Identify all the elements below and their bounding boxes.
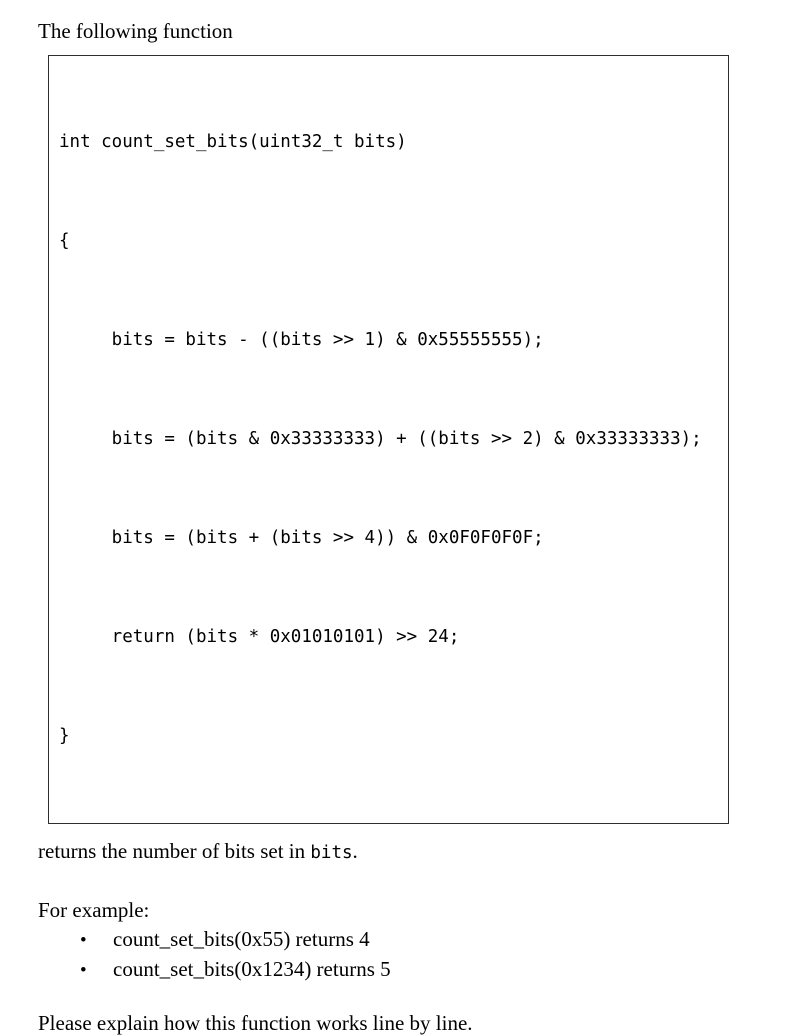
document-page: The following function int count_set_bit… [38,19,729,1035]
examples-label: For example: [38,898,150,922]
code-line-6: return (bits * 0x01010101) >> 24; [59,627,460,647]
code-block: int count_set_bits(uint32_t bits) { bits… [48,55,729,824]
intro-text: The following function [38,19,233,43]
examples-list: • count_set_bits(0x55) returns 4 • count_s… [38,925,770,985]
example-item-1: • count_set_bits(0x55) returns 4 [38,925,770,955]
example-text-2: count_set_bits(0x1234) returns 5 [113,957,391,981]
returns-text: returns the number of bits set in bits. [38,839,770,866]
code-line-4: bits = (bits & 0x33333333) + ((bits >> 2… [59,429,702,449]
code-line-7: } [59,726,70,746]
code-line-2: { [59,231,70,251]
returns-code-word: bits [310,843,353,863]
bullet-icon: • [80,930,87,951]
returns-prefix: returns the number of bits set in [38,839,311,863]
code-line-1: int count_set_bits(uint32_t bits) [59,132,407,152]
code-line-3: bits = bits - ((bits >> 1) & 0x55555555)… [59,330,544,350]
bullet-icon: • [80,960,87,981]
example-text-1: count_set_bits(0x55) returns 4 [113,927,370,951]
returns-suffix: . [352,839,358,863]
code-line-5: bits = (bits + (bits >> 4)) & 0x0F0F0F0F… [59,528,544,548]
example-item-2: • count_set_bits(0x1234) returns 5 [38,955,770,985]
closing-text: Please explain how this function works l… [38,1011,473,1035]
